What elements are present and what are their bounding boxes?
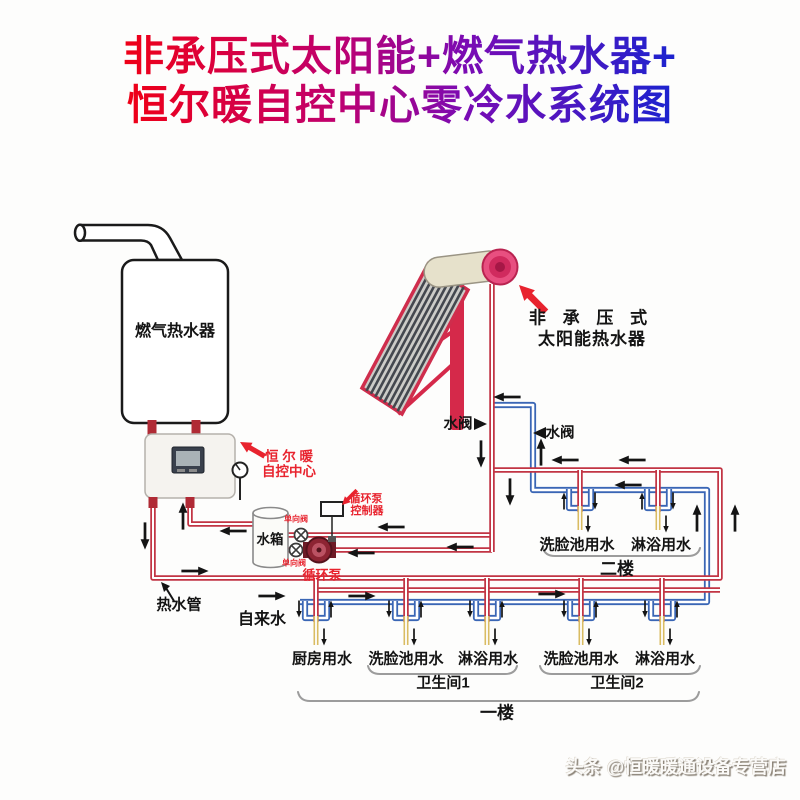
solar-water-heater-unit <box>359 248 519 430</box>
pump-controller-label-line1: 循环泵 <box>349 493 383 505</box>
hot-pipe-pointer-arrow <box>161 582 175 602</box>
bathroom2-label: 卫生间2 <box>590 674 644 692</box>
chimney-end <box>73 223 87 243</box>
floor2-basin-label: 洗脸池用水 <box>539 536 615 554</box>
gas-heater-label: 燃气热水器 <box>134 323 216 340</box>
solar-heater-label-line1: 非 承 压 式 <box>528 308 654 328</box>
floor1-shower1-label: 淋浴用水 <box>457 650 519 668</box>
floor2-bracket <box>542 547 701 557</box>
floor1-basin2-label: 洗脸池用水 <box>543 650 619 668</box>
floor1-kitchen-label: 厨房用水 <box>291 650 353 668</box>
floor1-basin1-label: 洗脸池用水 <box>368 650 444 668</box>
check-valve-upper-label: 单向阀 <box>284 514 308 524</box>
pump-label: 循环泵 <box>302 567 342 583</box>
floor2-name-label: 二楼 <box>600 559 634 579</box>
water-valve-left-triangle <box>474 418 487 430</box>
control-center-label-line2: 自控中心 <box>262 464 316 479</box>
water-valve-left-label: 水阀 <box>443 416 473 433</box>
bathroom2-bracket <box>539 665 701 675</box>
watermark: 头条 @恒暖暖通设备专营店 <box>565 757 786 777</box>
check-valve-upper-symbol <box>293 527 309 543</box>
floor1-bracket <box>297 691 700 702</box>
control-center-unit <box>144 433 249 508</box>
water-tank-label: 水箱 <box>256 532 284 547</box>
pump-controller-label-line2: 控制器 <box>350 505 384 517</box>
faucet-stubs <box>313 506 665 645</box>
pump-controller-box <box>320 501 344 542</box>
circulation-pump-symbol <box>303 536 336 564</box>
gas-heater-body <box>120 258 230 425</box>
water-valve-right-label: 水阀 <box>545 425 575 442</box>
solar-heater-label-line2: 太阳能热水器 <box>538 329 646 349</box>
control-center-label-line1: 恒 尔 暖 <box>264 449 314 464</box>
title-line-1: 非承压式太阳能+燃气热水器+ <box>123 22 677 82</box>
floor2-shower-label: 淋浴用水 <box>630 536 692 554</box>
floor-brackets <box>297 547 701 702</box>
check-valve-lower-symbol <box>288 542 304 558</box>
floor1-shower2-label: 淋浴用水 <box>634 650 696 668</box>
heater-fitting-left <box>147 420 157 436</box>
check-valve-lower-label: 单向阀 <box>282 558 306 568</box>
floor1-name-label: 一楼 <box>480 703 514 723</box>
water-valve-right-triangle <box>533 427 546 439</box>
chimney <box>78 223 185 262</box>
bathroom1-bracket <box>367 665 518 675</box>
vacuum-tubes <box>365 266 465 412</box>
water-tank-cylinder <box>252 506 289 569</box>
bathroom1-label: 卫生间1 <box>416 674 470 692</box>
gas-water-heater <box>73 223 230 436</box>
title-line-2: 恒尔暖自控中心零冷水系统图 <box>127 71 673 131</box>
hot-pipe-label: 热水管 <box>156 596 202 614</box>
control-center-arrow <box>237 437 268 462</box>
solar-collector <box>359 261 471 417</box>
tap-water-label: 自来水 <box>237 611 287 628</box>
heater-fitting-right <box>191 420 201 436</box>
